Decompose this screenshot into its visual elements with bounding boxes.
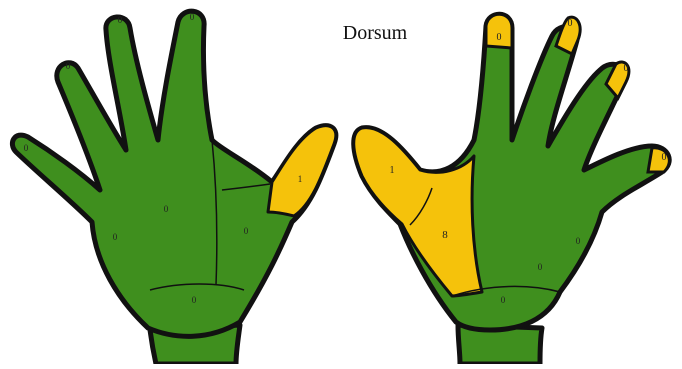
right-hand-thenar-region [354, 128, 482, 296]
left-ring-tip-label: 0 [66, 61, 71, 71]
right-middle-tip-label: 0 [568, 18, 573, 29]
diagram-title: Dorsum [310, 22, 440, 45]
left-little-tip-label: 0 [24, 143, 29, 153]
right-dorsum-center-label: 0 [538, 262, 543, 272]
right-dorsum-ulnar-label: 0 [576, 236, 581, 246]
left-dorsum-radial-label: 0 [244, 226, 249, 236]
left-dorsum-ulnar-label: 0 [113, 232, 118, 242]
left-thumb-label: 1 [298, 174, 303, 184]
right-ring-tip-label: 0 [624, 63, 629, 74]
right-little-tip-label: 0 [662, 152, 667, 163]
right-thenar-label: 8 [442, 229, 448, 241]
left-hand [12, 11, 335, 364]
left-middle-tip-label: 0 [118, 15, 123, 25]
left-index-tip-label: 0 [190, 12, 195, 22]
left-wrist-label: 0 [192, 295, 197, 305]
left-dorsum-center-label: 0 [164, 204, 169, 214]
right-thumb-tip-label: 1 [390, 165, 395, 176]
right-index-tip-label: 0 [497, 32, 502, 43]
right-wrist-label: 0 [501, 295, 506, 305]
